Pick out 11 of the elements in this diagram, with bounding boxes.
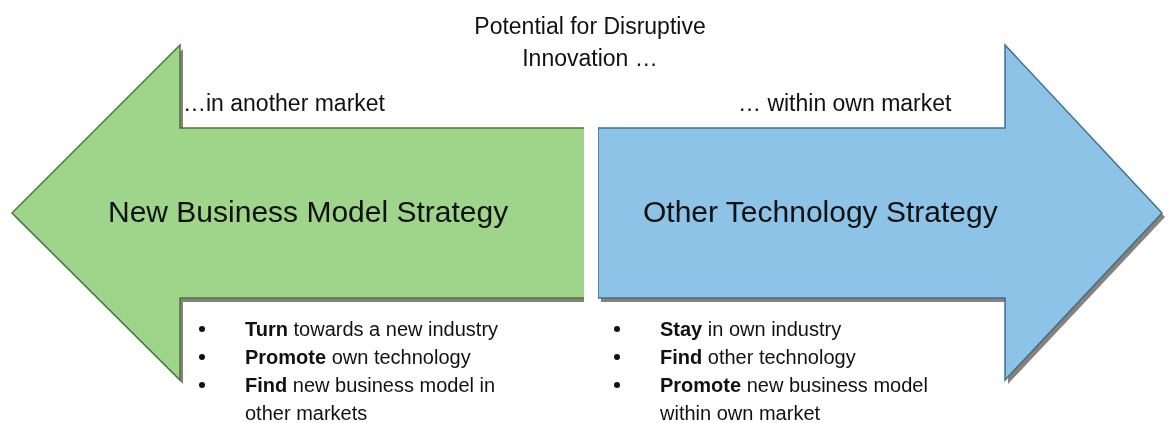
bullet-text: Find new business model in other markets — [245, 374, 496, 423]
heading-text: …in another market — [183, 90, 385, 117]
bullet-text: Promote new business model within own market — [660, 374, 928, 423]
bullet-text: Promote own technology — [245, 346, 471, 368]
arrow-label: New Business Model Strategy — [108, 195, 509, 229]
bullet-text: Turn towards a new industry — [245, 318, 499, 340]
heading-text: … within own market — [738, 90, 952, 117]
title: Potential for Disruptive Innovation … — [473, 12, 707, 73]
bullet-text: Find other technology — [660, 346, 856, 368]
arrow-label: Other Technology Strategy — [643, 195, 998, 229]
bullet-text: Stay in own industry — [660, 318, 842, 340]
